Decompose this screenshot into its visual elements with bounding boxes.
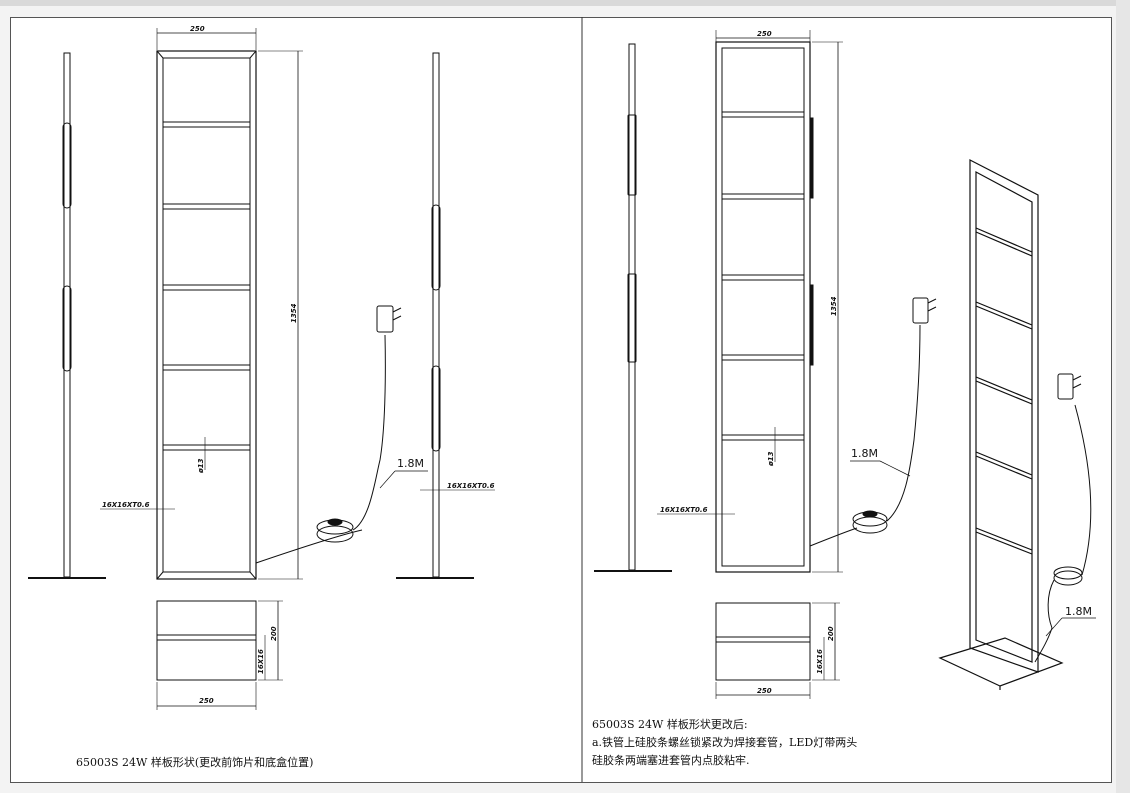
right-caption-line-3: 硅胶条两端塞进套管内点胶粘牢. [592,754,750,767]
left-dim-width-top: 250 [190,25,205,33]
right-side-view [594,43,672,572]
left-dim-tube-front: 16X16XT0.6 [102,501,150,509]
right-dim-gap: ø13 [767,451,775,467]
left-dim-gap: ø13 [197,458,205,474]
right-dim-tube-front: 16X16XT0.6 [660,506,708,514]
right-perspective-view [938,159,1096,690]
right-base-top-view [715,602,840,699]
right-3d-cable-length: 1.8M [1065,605,1092,618]
right-scrollbar-strip[interactable] [1116,0,1130,793]
right-caption-line-2: a.铁管上硅胶条螺丝锁紧改为焊接套管，LED灯带两头 [592,736,858,749]
left-cable-and-switch [255,305,428,564]
right-base-width: 250 [757,687,772,695]
left-base-width: 250 [199,697,214,705]
left-cable-length: 1.8M [397,457,424,470]
left-front-view [100,28,303,580]
top-scrollbar-strip [0,0,1130,6]
left-side-view-a [28,52,106,579]
left-dim-tube-side: 16X16XT0.6 [447,482,495,490]
left-dim-height: 1354 [290,303,298,323]
right-dim-width-top: 250 [757,30,772,38]
right-cable-length: 1.8M [851,447,878,460]
right-front-view [657,30,843,573]
right-base-depth: 200 [827,626,835,641]
right-cable-and-switch [809,297,937,547]
drawing-sheet [10,17,1112,783]
left-base-tube: 16X16 [257,649,265,674]
left-base-depth: 200 [270,626,278,641]
left-caption: 65003S 24W 样板形状(更改前饰片和底盒位置) [76,756,314,769]
right-base-tube: 16X16 [816,649,824,674]
right-caption-line-1: 65003S 24W 样板形状更改后: [592,718,748,731]
left-side-view-b [396,52,495,579]
left-base-top-view [156,600,283,710]
right-dim-height: 1354 [830,296,838,316]
